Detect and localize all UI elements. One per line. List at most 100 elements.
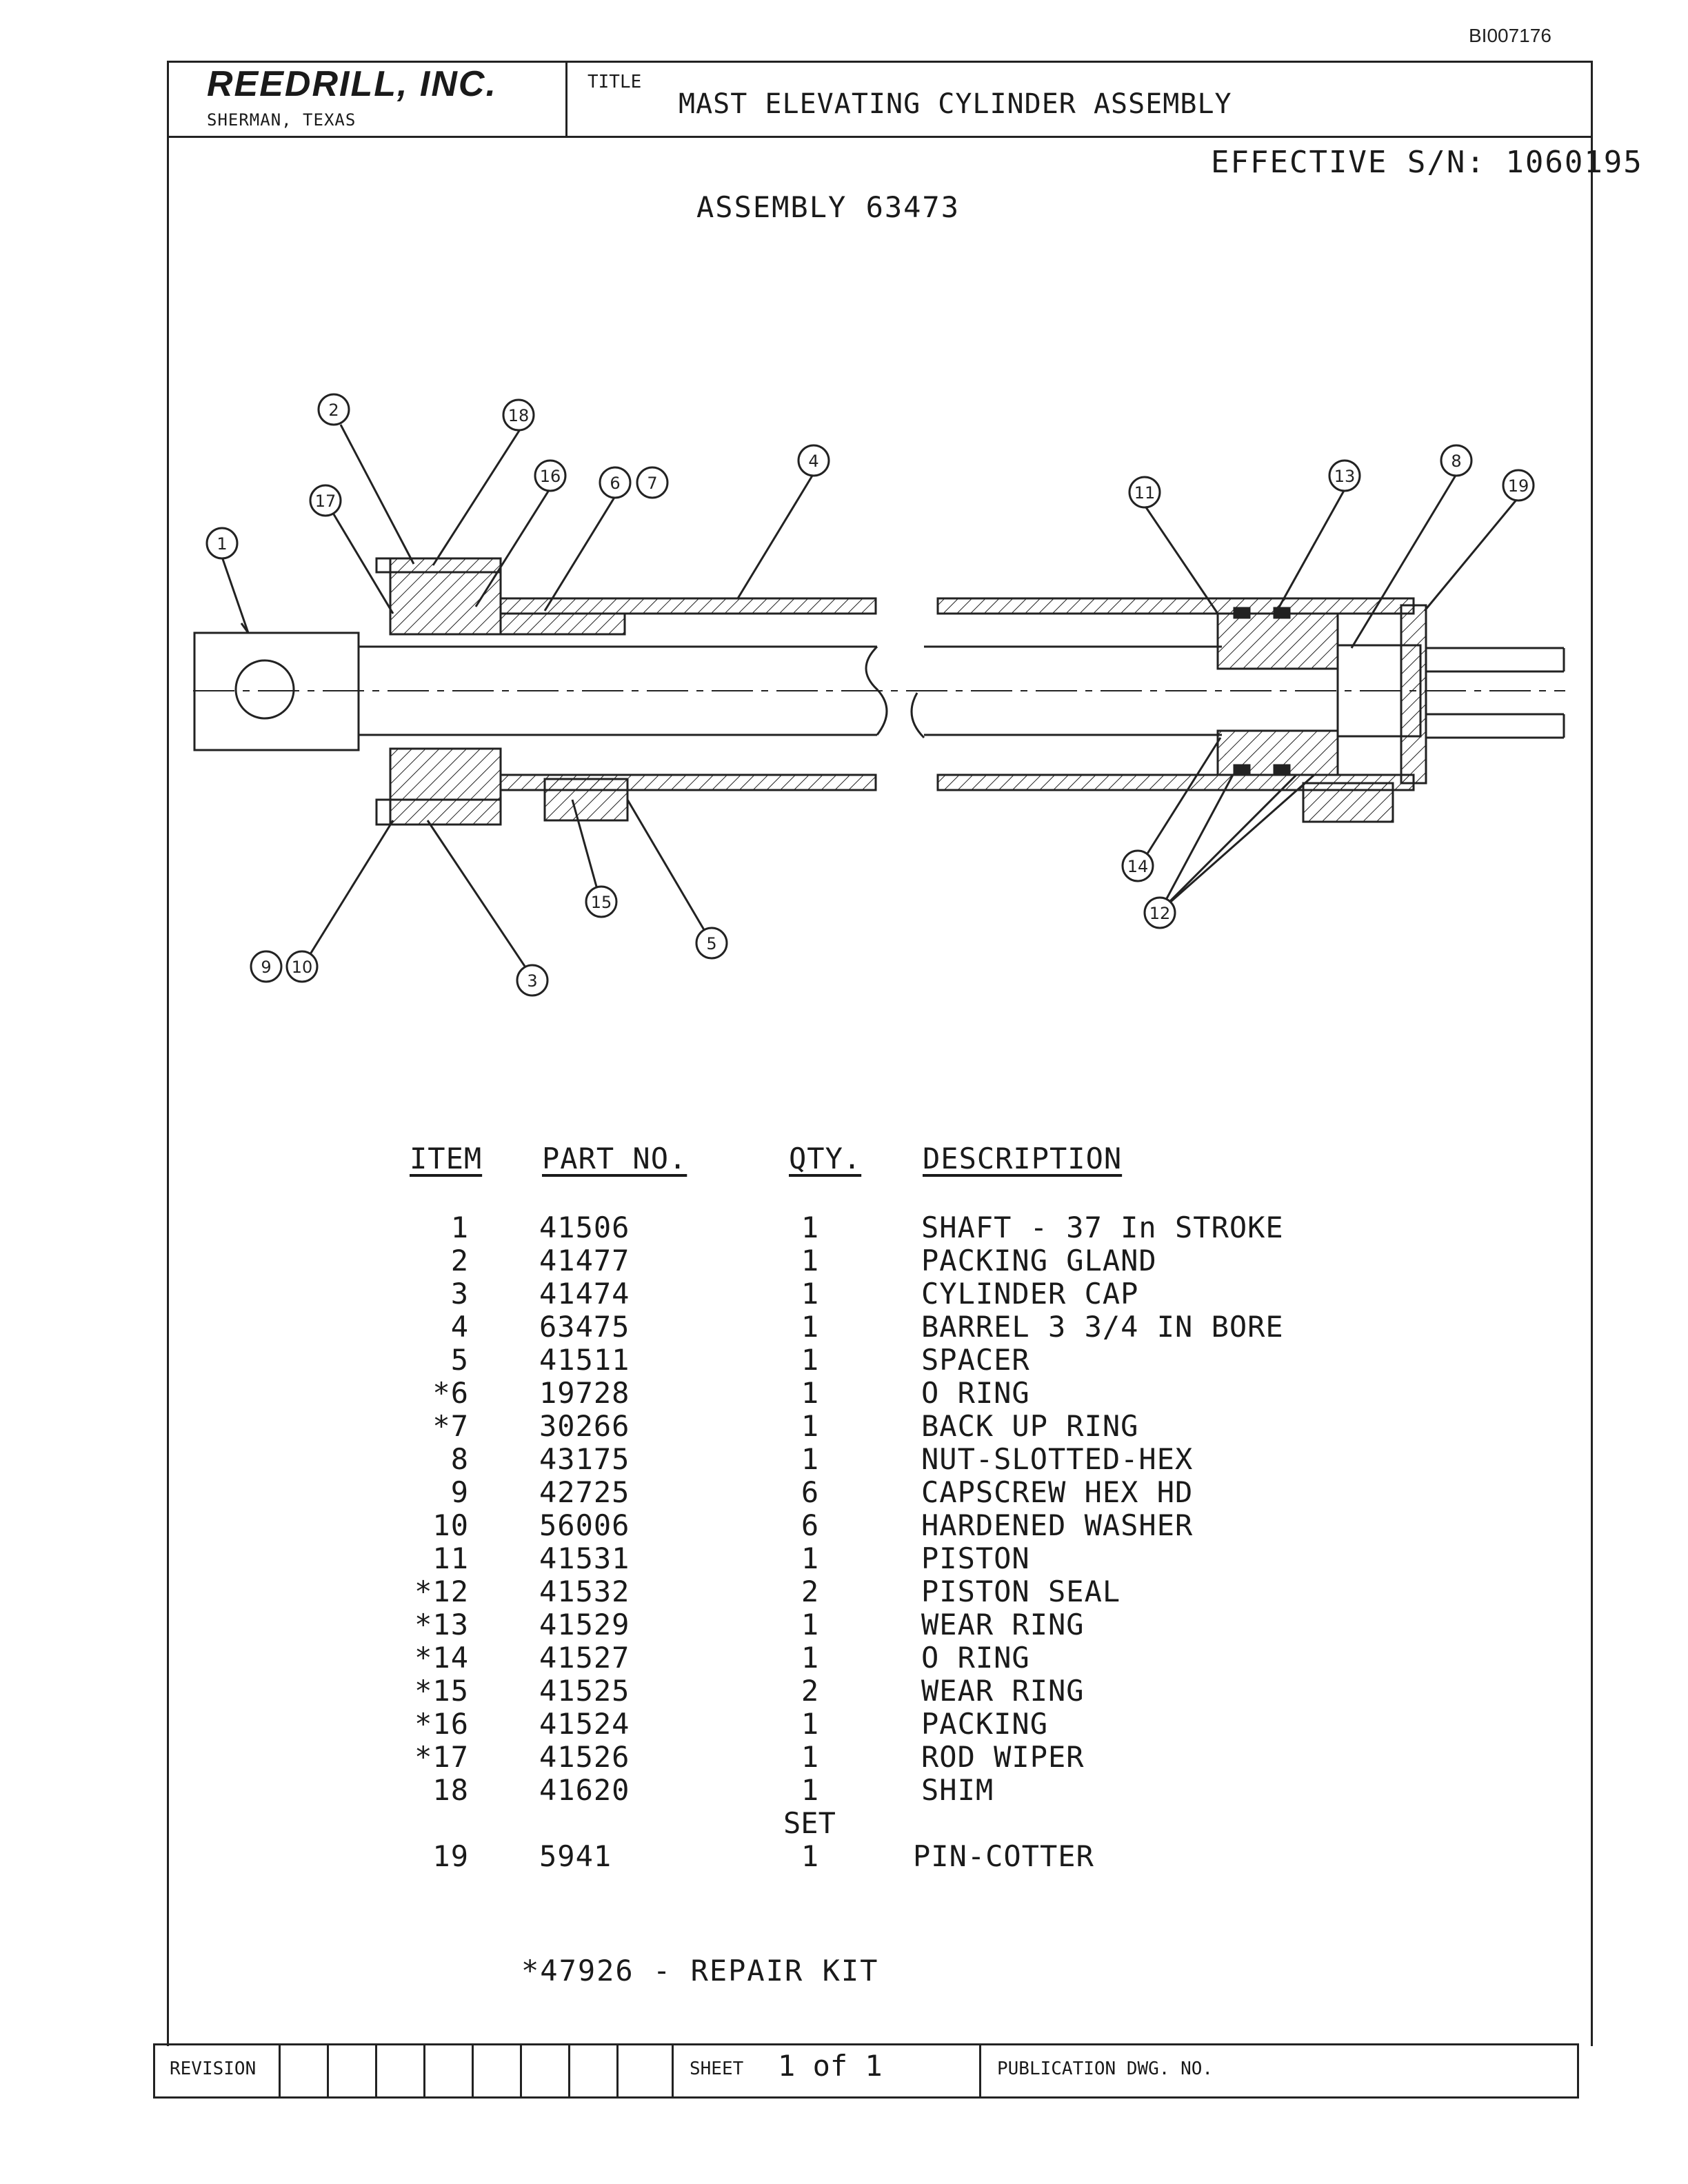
callout-12: [1143, 896, 1176, 929]
document-id: BI007176: [1469, 25, 1551, 46]
barrel-top-left: [499, 597, 877, 615]
table-row: *7 30266 1 BACK UP RING: [0, 1409, 1688, 1443]
callout-16-label: 16: [540, 467, 561, 486]
callout-18-label: 18: [508, 406, 530, 425]
revision-block: [153, 2043, 1579, 2099]
callout-10: [285, 950, 319, 983]
shaft-eye: [193, 631, 360, 751]
callout-5: [695, 927, 728, 960]
qty: 1: [801, 1409, 820, 1443]
callout-15-label: 15: [591, 893, 612, 912]
frame-right: [1591, 138, 1593, 2046]
callout-11-label: 11: [1134, 483, 1156, 503]
part-no: 41620: [539, 1773, 630, 1807]
item-no: *6: [432, 1376, 469, 1410]
description: SHIM: [921, 1773, 994, 1807]
description: PACKING: [921, 1707, 1049, 1741]
part-no: 30266: [539, 1409, 630, 1443]
part-no: 41526: [539, 1740, 630, 1774]
part-no: 41529: [539, 1608, 630, 1641]
title-block: [167, 61, 1593, 138]
callout-18: [502, 398, 535, 432]
part-no: 41532: [539, 1575, 630, 1608]
callout-3: [516, 964, 549, 997]
description: SHAFT - 37 In STROKE: [921, 1211, 1284, 1244]
title-block-divider: [565, 61, 567, 138]
revision-cell-divider: [279, 2043, 281, 2099]
item-no: 18: [432, 1773, 469, 1807]
piston-top: [1216, 612, 1339, 670]
item-no: 9: [450, 1475, 469, 1509]
frame-left: [167, 138, 169, 2046]
item-no: 5: [450, 1343, 469, 1377]
drawing-title: MAST ELEVATING CYLINDER ASSEMBLY: [679, 88, 1232, 120]
item-no: 4: [450, 1310, 469, 1344]
shaft-break-left: [865, 645, 888, 736]
callout-9-label: 9: [261, 958, 271, 977]
callout-6: [599, 466, 632, 499]
item-no: 3: [450, 1277, 469, 1311]
part-no: 56006: [539, 1508, 630, 1542]
qty: 1: [801, 1707, 820, 1741]
callout-8: [1440, 444, 1473, 477]
description: O RING: [921, 1641, 1030, 1675]
item-no: *13: [414, 1608, 469, 1641]
qty: 6: [801, 1508, 820, 1542]
description: ROD WIPER: [921, 1740, 1085, 1774]
description: CYLINDER CAP: [921, 1277, 1139, 1311]
qty: 2: [801, 1575, 820, 1608]
barrel-end-cap: [1400, 604, 1427, 785]
qty: 1: [801, 1277, 820, 1311]
qty: 1: [801, 1608, 820, 1641]
company-name: REEDRILL, INC.: [207, 64, 497, 104]
description: NUT-SLOTTED-HEX: [921, 1442, 1194, 1476]
callout-6-label: 6: [610, 474, 620, 493]
part-no: 41506: [539, 1211, 630, 1244]
item-no: *7: [432, 1409, 469, 1443]
qty: 2: [801, 1674, 820, 1708]
part-no: 41527: [539, 1641, 630, 1675]
packing-gland-bottom: [389, 747, 502, 826]
qty: 1: [801, 1343, 820, 1377]
table-row: 3 41474 1 CYLINDER CAP: [0, 1277, 1688, 1311]
assembly-number: ASSEMBLY 63473: [696, 190, 961, 224]
part-no: 41474: [539, 1277, 630, 1311]
callout-9: [250, 950, 283, 983]
part-no: 41531: [539, 1541, 630, 1575]
callout-13-label: 13: [1334, 467, 1356, 486]
item-no: *14: [414, 1641, 469, 1675]
header-part-no: PART NO.: [542, 1142, 687, 1175]
callout-19-label: 19: [1508, 476, 1529, 496]
item-no: *16: [414, 1707, 469, 1741]
shaft-pin-hole: [234, 659, 295, 720]
qty: 1: [801, 1310, 820, 1344]
item-no: 1: [450, 1211, 469, 1244]
item-no: 11: [432, 1541, 469, 1575]
qty: 1: [801, 1541, 820, 1575]
callout-17: [309, 484, 342, 517]
part-no: 41524: [539, 1707, 630, 1741]
callout-1-label: 1: [217, 534, 227, 554]
callout-3-label: 3: [527, 971, 537, 991]
packing-gland-top: [389, 557, 502, 636]
qty: 1: [801, 1839, 820, 1873]
revision-cell-divider: [520, 2043, 522, 2099]
callout-5-label: 5: [706, 934, 716, 953]
callout-13: [1328, 459, 1361, 492]
callout-8-label: 8: [1451, 452, 1461, 471]
description: BACK UP RING: [921, 1409, 1139, 1443]
part-no: 41525: [539, 1674, 630, 1708]
qty: 1: [801, 1641, 820, 1675]
callout-12-label: 12: [1149, 904, 1171, 923]
item-no: *15: [414, 1674, 469, 1708]
shaft-break-right: [910, 692, 925, 739]
sheet-label: SHEET: [690, 2059, 744, 2079]
qty: 6: [801, 1475, 820, 1509]
